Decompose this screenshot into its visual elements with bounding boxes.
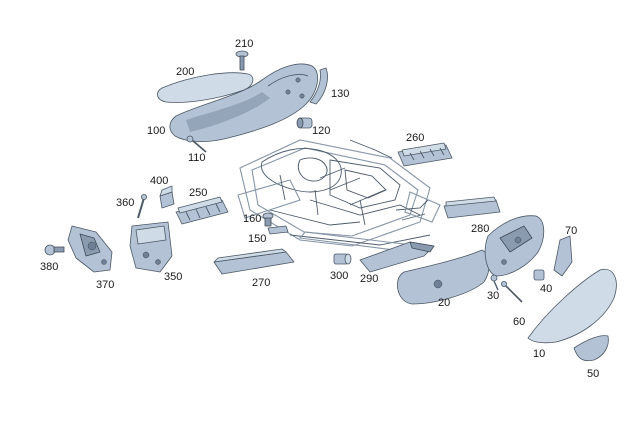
label-280: 280 bbox=[471, 223, 489, 235]
label-290: 290 bbox=[360, 273, 378, 285]
label-150: 150 bbox=[248, 233, 266, 245]
label-50: 50 bbox=[587, 368, 599, 380]
label-210: 210 bbox=[235, 38, 253, 50]
label-10: 10 bbox=[533, 348, 545, 360]
part-350-bracket[interactable] bbox=[129, 221, 173, 273]
label-40: 40 bbox=[540, 283, 552, 295]
part-280-rail-cover[interactable] bbox=[443, 196, 501, 219]
part-400-clip[interactable] bbox=[159, 185, 175, 209]
label-200: 200 bbox=[176, 66, 194, 78]
part-270-cover[interactable] bbox=[213, 248, 295, 275]
part-side-mechanism-right[interactable] bbox=[484, 215, 545, 277]
part-number-labels: 210 200 130 100 120 110 260 400 250 360 … bbox=[40, 38, 599, 380]
label-100: 100 bbox=[147, 125, 165, 137]
part-250-rail-cover[interactable] bbox=[175, 196, 229, 225]
part-290-cover[interactable] bbox=[359, 241, 435, 273]
label-300: 300 bbox=[330, 270, 348, 282]
part-60-pin[interactable] bbox=[500, 280, 523, 303]
part-20-side-panel[interactable] bbox=[397, 249, 490, 305]
part-150-clip[interactable] bbox=[267, 225, 289, 235]
label-250: 250 bbox=[189, 187, 207, 199]
part-10-outer-cover[interactable] bbox=[527, 268, 617, 344]
part-110-pin[interactable] bbox=[186, 135, 207, 153]
part-70-bracket[interactable] bbox=[553, 235, 573, 277]
label-380: 380 bbox=[40, 261, 58, 273]
part-50-trim[interactable] bbox=[573, 335, 609, 362]
label-130: 130 bbox=[331, 88, 349, 100]
label-360: 360 bbox=[116, 197, 134, 209]
part-30-screw[interactable] bbox=[490, 274, 499, 291]
part-300-bushing[interactable] bbox=[333, 253, 352, 265]
part-100-side-trim[interactable] bbox=[169, 63, 319, 142]
part-370-mechanism[interactable] bbox=[67, 225, 113, 273]
part-120-screw[interactable] bbox=[296, 117, 313, 129]
part-210-bolt[interactable] bbox=[235, 50, 249, 71]
label-120: 120 bbox=[312, 125, 330, 137]
seat-frame[interactable] bbox=[237, 139, 441, 253]
part-360-bolt[interactable] bbox=[137, 193, 147, 219]
label-370: 370 bbox=[96, 279, 114, 291]
part-160-bolt[interactable] bbox=[262, 212, 274, 227]
label-70: 70 bbox=[565, 225, 577, 237]
label-270: 270 bbox=[252, 277, 270, 289]
part-40-bushing[interactable] bbox=[533, 269, 545, 281]
label-20: 20 bbox=[438, 297, 450, 309]
label-110: 110 bbox=[188, 152, 206, 164]
label-260: 260 bbox=[406, 132, 424, 144]
label-60: 60 bbox=[513, 316, 525, 328]
label-350: 350 bbox=[164, 271, 182, 283]
label-30: 30 bbox=[487, 290, 499, 302]
part-130-lever[interactable] bbox=[309, 67, 328, 105]
part-260-rail-cover[interactable] bbox=[397, 142, 453, 167]
part-380-screw[interactable] bbox=[44, 244, 65, 256]
label-400: 400 bbox=[150, 175, 168, 187]
label-160: 160 bbox=[243, 213, 261, 225]
